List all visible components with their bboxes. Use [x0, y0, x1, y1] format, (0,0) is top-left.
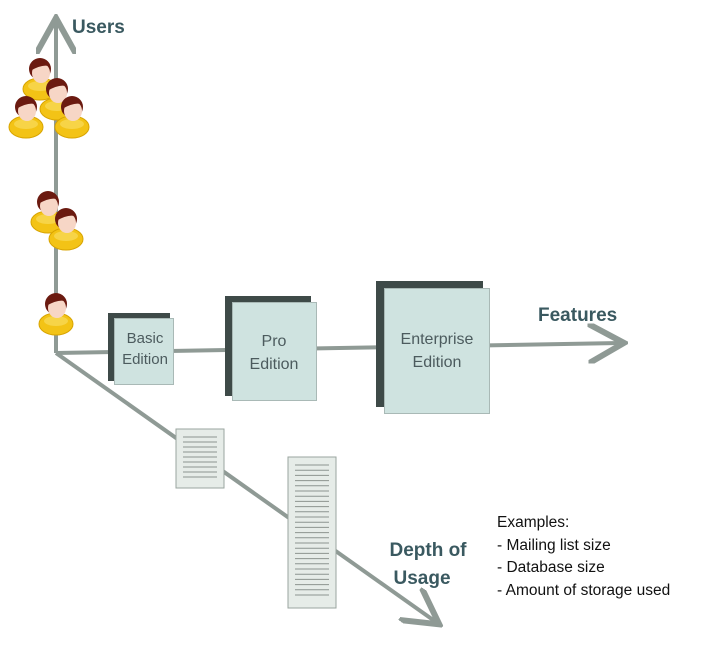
depth-axis-label-line2: Usage — [393, 568, 451, 589]
enterprise-edition-box: Enterprise Edition — [376, 281, 490, 414]
enterprise-edition-line1: Enterprise — [400, 331, 474, 348]
example-item: - Amount of storage used — [497, 581, 671, 599]
example-item: - Mailing list size — [497, 536, 611, 554]
example-item: - Database size — [497, 559, 605, 576]
pro-edition-line2: Edition — [249, 356, 299, 373]
document-icon — [175, 428, 225, 489]
examples-title: Examples: — [497, 514, 570, 531]
pro-edition-box: Pro Edition — [225, 296, 317, 401]
enterprise-edition-line2: Edition — [412, 354, 462, 371]
features-axis-label: Features — [538, 305, 618, 326]
examples-list: Examples: - Mailing list size - Database… — [497, 512, 670, 602]
depth-axis — [54, 351, 436, 622]
basic-edition-line1: Basic — [126, 330, 164, 347]
users-axis-label: Users — [72, 17, 125, 38]
basic-edition-line2: Edition — [122, 351, 168, 368]
depth-axis-label-line1: Depth of — [389, 540, 467, 561]
pro-edition-line1: Pro — [261, 333, 287, 350]
depth-axis-label: Depth of Usage — [382, 537, 474, 593]
document-icon — [287, 456, 337, 609]
basic-edition-box: Basic Edition — [108, 313, 174, 385]
